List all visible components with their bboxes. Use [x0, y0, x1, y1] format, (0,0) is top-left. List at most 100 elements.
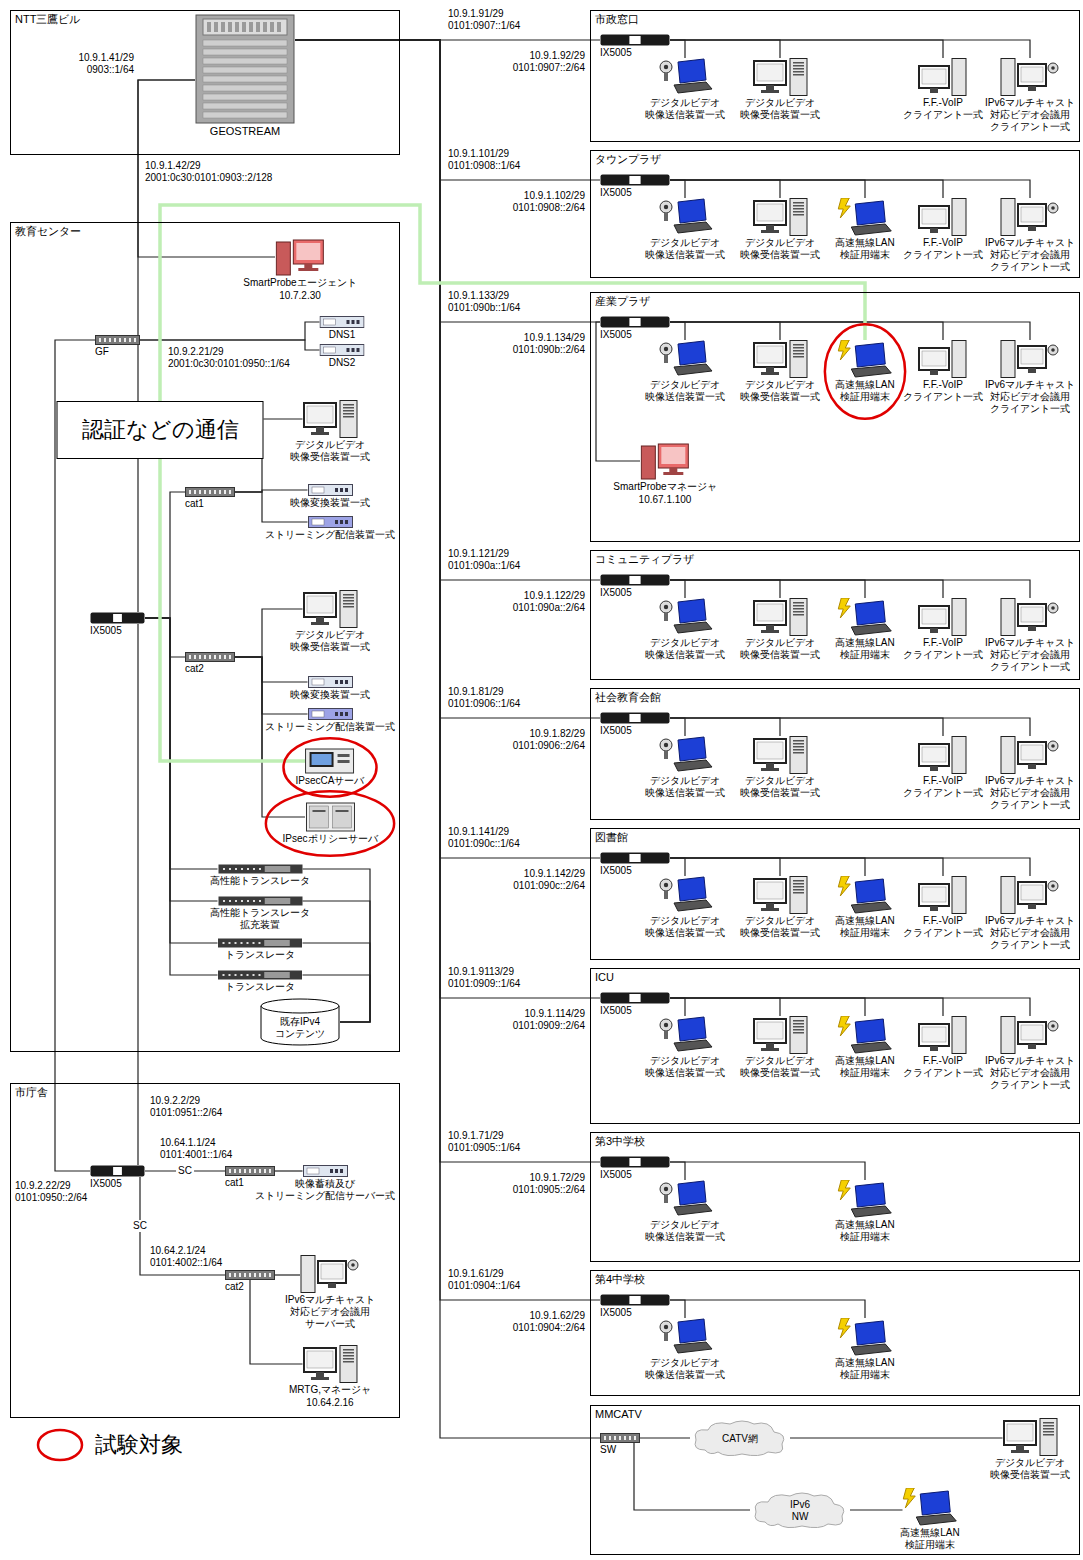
- drawing-part: [310, 752, 334, 767]
- drawing-part: [922, 887, 946, 902]
- drawing-part: [340, 712, 343, 716]
- address-label: 10.9.1.91/29: [448, 8, 504, 20]
- network-link: [670, 322, 685, 340]
- address-label: 10.9.1.81/29: [448, 686, 504, 698]
- drawing-part: [221, 22, 225, 32]
- network-link: [670, 40, 780, 58]
- address-label: 0101:0909::1/64: [448, 978, 520, 990]
- address-label: 10.64.1.1/24: [160, 1137, 216, 1149]
- drawing-part: [855, 1183, 885, 1207]
- drawing-part: [204, 655, 206, 659]
- drawing-part: [219, 490, 221, 494]
- address-label: 0903::1/64: [87, 64, 134, 76]
- cloud-outline: [755, 1493, 844, 1528]
- drawing-part: [919, 744, 949, 766]
- device-node: IX5005: [600, 34, 670, 59]
- drawing-part: [186, 653, 235, 662]
- drawing-part: [757, 204, 783, 221]
- device-icon: [308, 484, 353, 496]
- drawing-part: [1001, 737, 1015, 774]
- drawing-part: [247, 942, 249, 944]
- drawing-part: [678, 1017, 706, 1041]
- node-text-box: IPv6 NW: [790, 1498, 810, 1523]
- device-node: 高速無線LAN 検証用端末: [835, 198, 894, 261]
- drawing-part: [1051, 66, 1055, 70]
- device-icon: [1000, 598, 1060, 636]
- drawing-part: [342, 1352, 353, 1354]
- network-link: [145, 618, 185, 657]
- device-node: IPv6マルチキャスト 対応ビデオ会議用 クライアント一式: [985, 598, 1075, 673]
- device-icon: [225, 1166, 275, 1176]
- node-text: IPv6マルチキャスト 対応ビデオ会議用 クライアント一式: [985, 237, 1075, 273]
- device-node: F.F.-VoIP クライアント一式: [903, 876, 983, 939]
- drawing-part: [1048, 203, 1058, 213]
- drawing-part: [218, 971, 302, 980]
- device-icon: [902, 1488, 957, 1526]
- node-text: IX5005: [600, 1005, 632, 1017]
- drawing-part: [104, 338, 106, 342]
- drawing-part: [91, 613, 145, 624]
- drawing-part: [320, 345, 364, 356]
- address-label: 10.9.1.42/29: [145, 160, 201, 172]
- drawing-part: [916, 1514, 956, 1525]
- site-frame: コミュニティプラザIX5005デジタルビデオ 映像送信装置一式デジタルビデオ 映…: [590, 550, 1080, 680]
- address-label: 0101:090c::2/64: [513, 880, 585, 892]
- drawing-part: [930, 628, 938, 633]
- device-icon: [753, 598, 808, 636]
- legend-text: 試験対象: [95, 1431, 183, 1459]
- drawing-part: [793, 1020, 804, 1022]
- drawing-part: [296, 243, 320, 260]
- drawing-part: [239, 1169, 241, 1173]
- device-icon: [753, 1016, 808, 1054]
- drawing-part: [629, 576, 640, 584]
- content-database: 既存IPv4 コンテンツ: [260, 998, 340, 1046]
- drawing-part: [113, 614, 122, 622]
- device-node: IPv6マルチキャスト 対応ビデオ会議用 クライアント一式: [985, 736, 1075, 811]
- drawing-part: [793, 740, 804, 742]
- node-text: 映像変換装置一式: [290, 497, 370, 509]
- drawing-part: [345, 488, 348, 492]
- node-text: デジタルビデオ 映像送信装置一式: [645, 637, 725, 661]
- drawing-part: [229, 490, 231, 494]
- drawing-part: [207, 22, 211, 32]
- drawing-part: [343, 404, 354, 406]
- network-link: [670, 580, 780, 598]
- drawing-part: [930, 766, 938, 771]
- device-node: IX5005: [600, 712, 670, 737]
- drawing-part: [678, 59, 706, 83]
- drawing-part: [793, 608, 804, 610]
- network-link: [640, 1437, 690, 1438]
- drawing-part: [754, 61, 786, 85]
- drawing-part: [1051, 206, 1055, 210]
- test-target-circle: [283, 738, 376, 797]
- drawing-part: [259, 974, 261, 976]
- drawing-part: [930, 228, 938, 233]
- device-node: デジタルビデオ 映像受信装置一式: [740, 198, 820, 261]
- network-link: [670, 858, 1030, 876]
- drawing-part: [226, 1271, 275, 1280]
- drawing-part: [793, 211, 804, 213]
- address-label: 2001:0c30:0101:0950::1/64: [168, 358, 290, 370]
- drawing-part: [793, 1026, 804, 1028]
- drawing-part: [793, 350, 804, 352]
- drawing-part: [1001, 877, 1015, 914]
- node-text: IPv6マルチキャスト 対応ビデオ会議用 クライアント一式: [985, 1055, 1075, 1091]
- drawing-part: [660, 1321, 672, 1333]
- drawing-part: [234, 1169, 236, 1173]
- device-icon: [275, 238, 325, 276]
- address-label: 0101:0951::2/64: [150, 1107, 222, 1119]
- network-link: [670, 322, 1030, 340]
- device-icon: [918, 58, 968, 96]
- drawing-part: [1043, 1431, 1054, 1433]
- drawing-part: [342, 1349, 353, 1351]
- node-text-box: 既存IPv4 コンテンツ: [275, 1015, 325, 1040]
- node-text: 10.64.2.16: [306, 1397, 353, 1409]
- drawing-part: [838, 1016, 850, 1036]
- drawing-part: [793, 614, 804, 616]
- drawing-part: [674, 82, 712, 93]
- drawing-part: [922, 209, 946, 224]
- address-label: 0101:0908::1/64: [448, 160, 520, 172]
- drawing-part: [1048, 345, 1058, 355]
- node-text-box: CATV網: [722, 1432, 758, 1445]
